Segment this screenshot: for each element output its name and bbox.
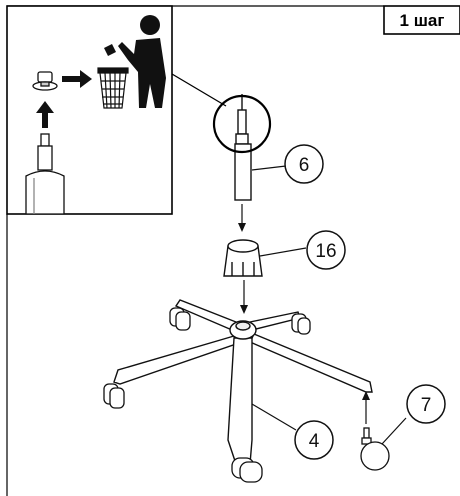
step-label-box: 1 шаг xyxy=(383,5,460,35)
callout-7: 7 xyxy=(406,384,446,424)
arrow-up-caster xyxy=(362,391,370,424)
arrow-up-icon xyxy=(36,101,54,128)
inset-connector-line xyxy=(171,73,227,107)
arrow-down-2 xyxy=(240,280,248,314)
leader-4 xyxy=(251,403,297,431)
disposal-inset xyxy=(6,5,173,215)
callout-4: 4 xyxy=(294,420,334,460)
caster-back-right xyxy=(291,313,311,335)
callout-6-label: 6 xyxy=(299,155,310,176)
callout-6: 6 xyxy=(284,144,324,184)
caster-left xyxy=(103,383,125,409)
callout-16-label: 16 xyxy=(315,241,336,262)
step-label: 1 шаг xyxy=(400,11,445,30)
detail-circle xyxy=(212,94,272,154)
person-throwing-icon xyxy=(104,15,166,108)
gas-lift-inset xyxy=(25,133,65,215)
callout-16: 16 xyxy=(306,230,346,270)
trash-bin-icon xyxy=(97,67,129,109)
star-base-part xyxy=(113,299,373,465)
arrow-down-1 xyxy=(238,204,246,232)
gas-lift-part xyxy=(234,94,252,201)
caster-part xyxy=(360,427,390,471)
leader-16 xyxy=(259,247,307,257)
callout-4-label: 4 xyxy=(309,431,320,452)
caster-front xyxy=(231,457,263,483)
leader-6 xyxy=(251,165,287,171)
leader-7 xyxy=(381,417,407,445)
arrow-right-icon xyxy=(62,70,92,88)
cap-part-icon xyxy=(32,71,58,91)
caster-back-left xyxy=(169,307,191,331)
cap-part xyxy=(223,239,263,277)
callout-7-label: 7 xyxy=(421,395,432,416)
